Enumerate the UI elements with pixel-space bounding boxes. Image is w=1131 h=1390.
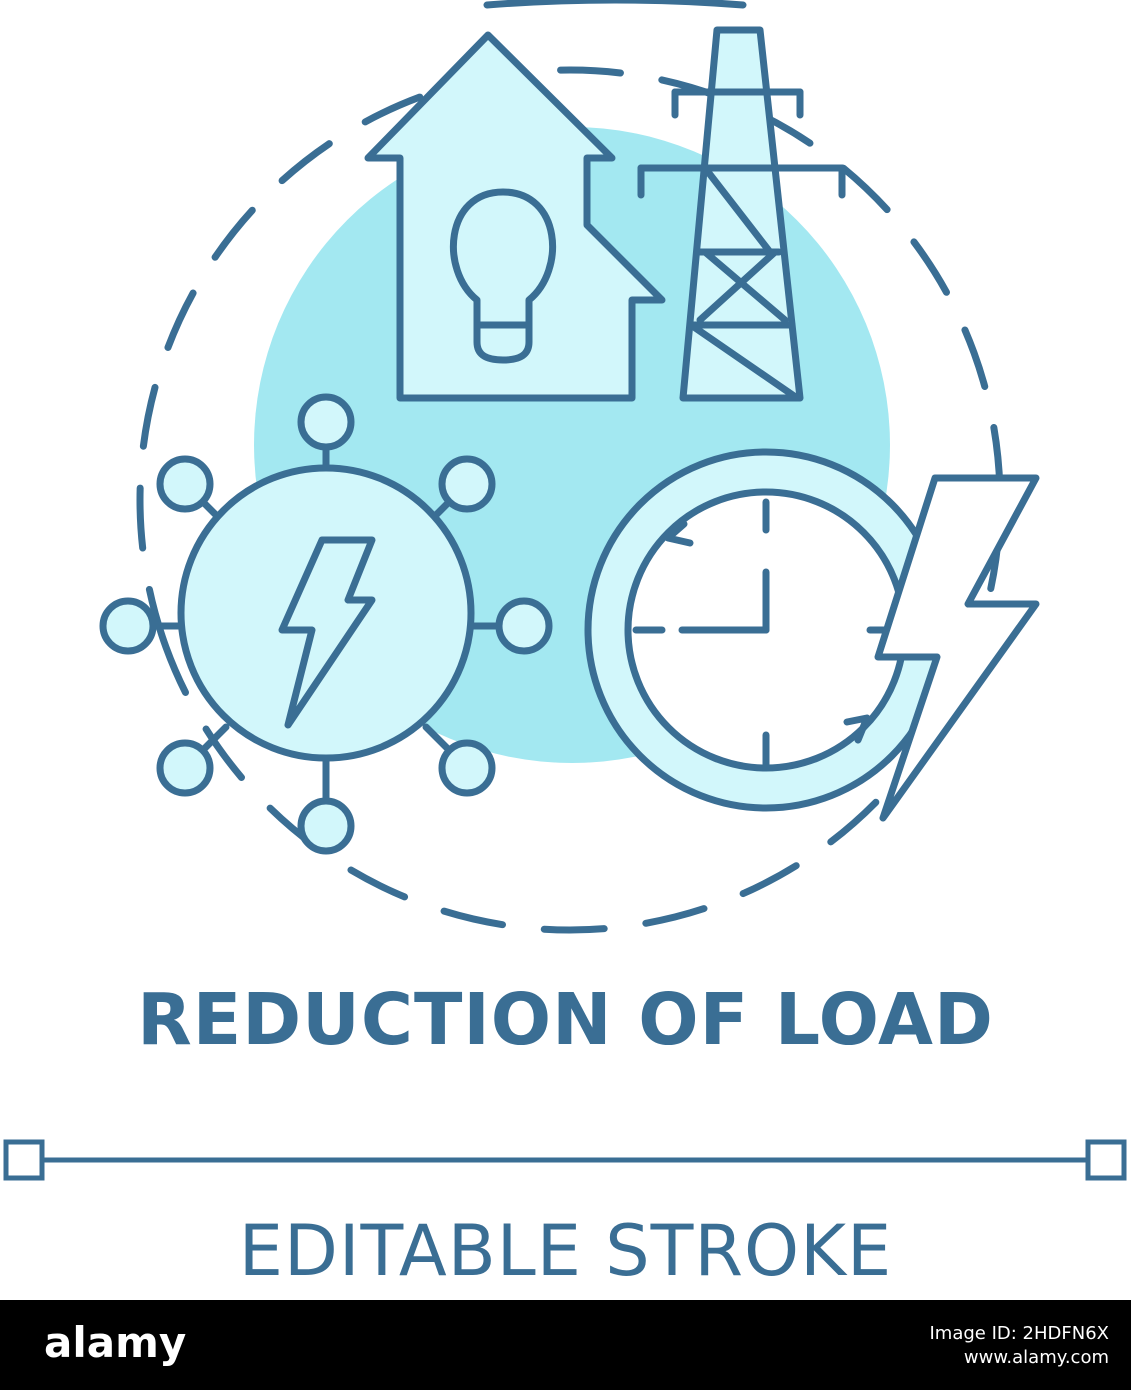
stroke-handle-right xyxy=(1085,1139,1127,1181)
cycle-arrow-icon xyxy=(664,520,871,744)
stroke-handle-left xyxy=(3,1139,45,1181)
footer-bar: alamy Image ID: 2HDFN6X www.alamy.com xyxy=(0,1300,1131,1390)
image-id-block: Image ID: 2HDFN6X www.alamy.com xyxy=(930,1322,1110,1370)
page-title: REDUCTION OF LOAD xyxy=(137,978,994,1061)
site-url: www.alamy.com xyxy=(963,1347,1109,1368)
top-arc xyxy=(483,0,747,9)
image-id: Image ID: 2HDFN6X xyxy=(929,1323,1110,1344)
power-tower-icon xyxy=(637,26,846,402)
dashed-ring xyxy=(136,66,1004,934)
editable-stroke-rule xyxy=(3,1139,1127,1181)
lightning-icon xyxy=(874,474,1040,822)
illustration xyxy=(99,0,1040,934)
lightning-icon xyxy=(278,536,376,729)
light-bulb-icon xyxy=(449,188,557,364)
canvas: REDUCTION OF LOAD EDITABLE STROKE xyxy=(3,0,1127,1292)
alamy-logo: alamy xyxy=(44,1318,187,1367)
subtitle: EDITABLE STROKE xyxy=(238,1210,893,1292)
